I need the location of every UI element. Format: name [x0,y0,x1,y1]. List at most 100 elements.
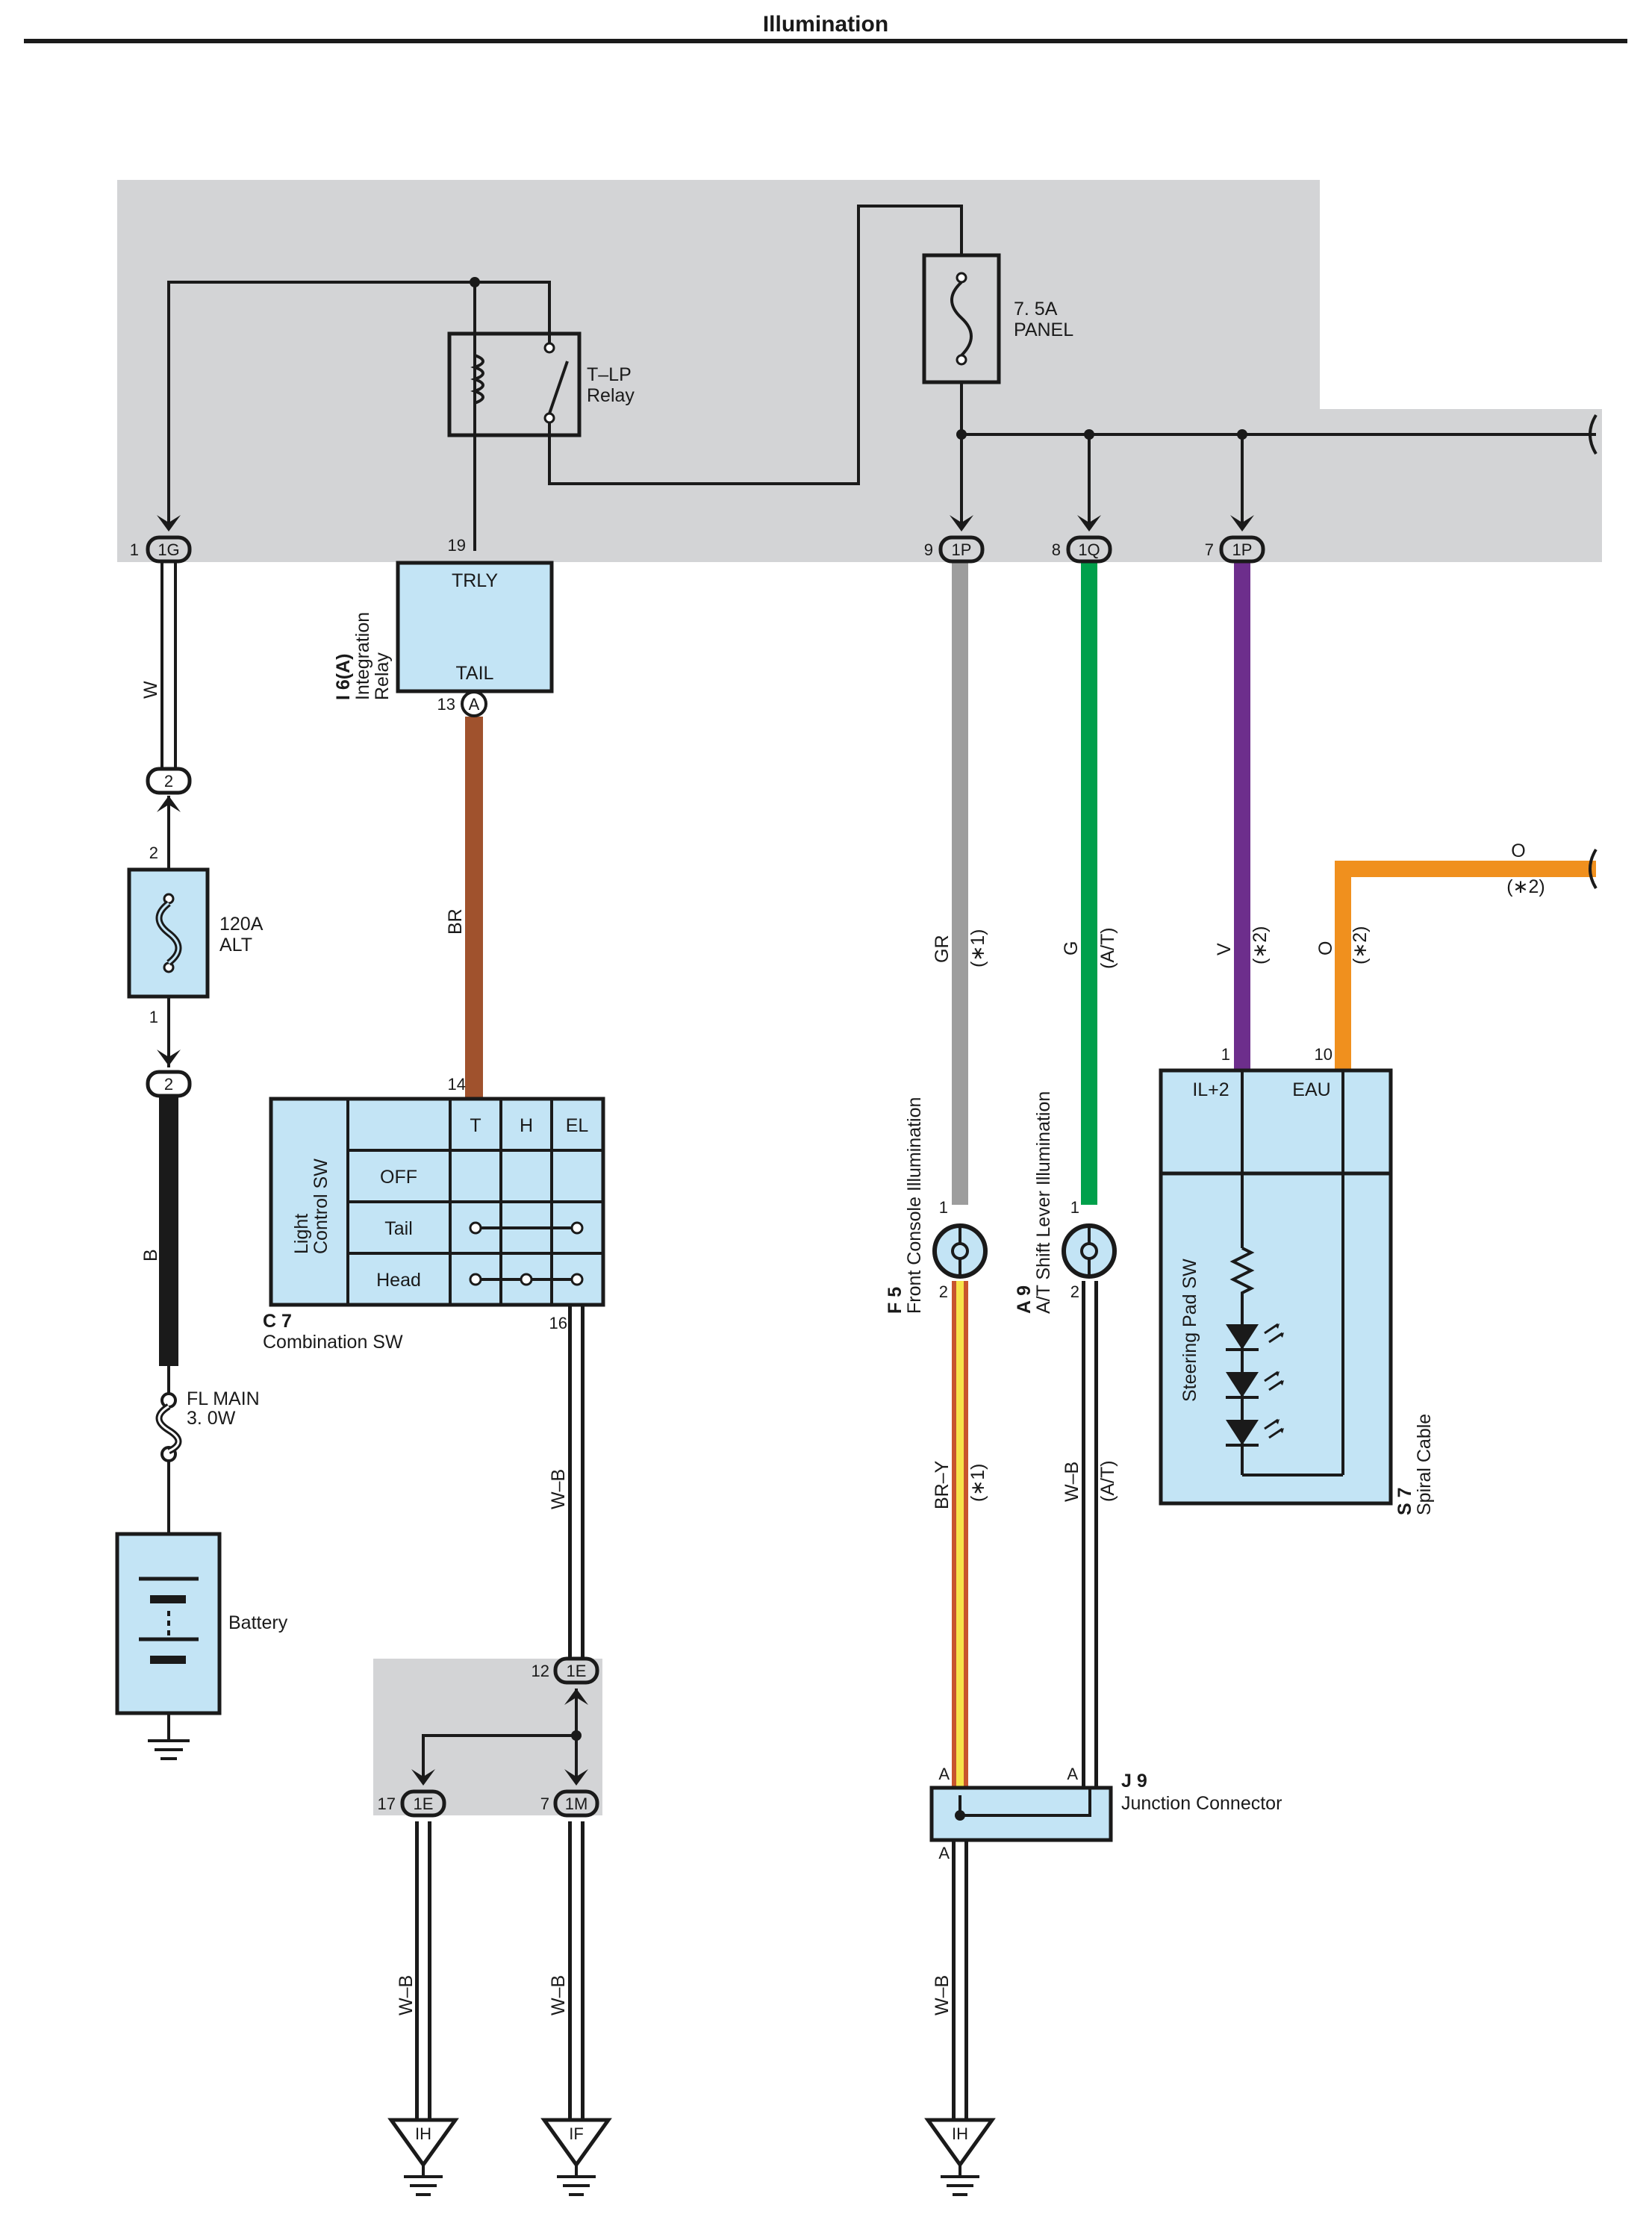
ground-ih-left: IH [387,2118,459,2196]
tlp-relay: T–LP Relay [447,331,635,437]
combination-sw-row-tail: Tail [384,1218,413,1239]
junction-dots [470,277,1247,1821]
combination-sw-name: Combination SW [263,1332,403,1353]
connector-1q-pin: 8 [1052,540,1061,559]
ground-ih-right: IH [924,2118,996,2196]
wire-v [1234,563,1250,1070]
at-shift-code: A 9 [1014,1285,1035,1314]
wire-g [1081,563,1097,1205]
led-icon [1226,1418,1284,1447]
connector-2-top: 2 [146,767,192,812]
combination-switch: T H EL OFF Tail Head Light Control SW 14… [263,1075,605,1353]
combination-sw-side-line1: Light [291,1214,312,1254]
battery: Battery [115,1532,288,1715]
front-console-name: Front Console Illumination [904,1097,925,1314]
wire-label-wb-at-note: (A/T) [1097,1460,1118,1502]
battery-ground-icon [148,1739,190,1760]
battery-label: Battery [228,1612,288,1633]
connector-1e-top-pin: 12 [532,1662,549,1680]
combination-sw-side-line2: Control SW [311,1159,331,1254]
wire-wb-1e [415,1821,431,2120]
alt-fuse-pin-bottom: 1 [149,1008,158,1026]
connector-1p-a-pin: 9 [924,540,933,559]
alt-fuse: 2 1 120A ALT [127,844,264,1026]
connector-1e-top-label: 1E [567,1662,587,1680]
combination-sw-col-h: H [520,1115,533,1136]
connector-1g: 1G 1 [130,515,192,564]
internal-circuit-lines [167,205,1596,1839]
ground-if: IF [540,2118,612,2196]
wire-label-o-note: (∗2) [1350,926,1371,964]
fuse-panel-rating: 7. 5A [1014,299,1058,319]
fl-main-fusible-link: FL MAIN 3. 0W [155,1388,260,1462]
junction-pin-a3: A [938,1844,950,1862]
wire-label-gr-note: (∗1) [967,929,988,967]
combination-sw-code: C 7 [263,1311,292,1332]
resistor-icon [1229,1247,1255,1321]
connector-1m-label: 1M [565,1795,588,1813]
fl-main-line2: 3. 0W [187,1408,236,1429]
wire-b [159,1097,178,1366]
junction-code: J 9 [1121,1771,1147,1792]
fuse-panel: 7. 5A PANEL [922,253,1073,384]
connector-13a-pin: 13 [437,695,455,714]
wire-br-y [952,1281,968,1789]
led-icon [1226,1371,1284,1399]
junction-connector: A A A J 9 Junction Connector [929,1765,1282,1862]
ground-ih-right-label: IH [952,2124,968,2143]
wire-w [160,563,177,772]
wire-label-br-y: BR–Y [932,1460,953,1509]
tlp-relay-line1: T–LP [587,364,632,385]
wire-label-v: V [1214,943,1235,955]
integration-relay-name2: Relay [372,652,393,700]
connector-1e-top: 1E 12 [532,1656,599,1705]
wire-label-wb-j9: W–B [932,1975,953,2015]
steering-pad-term-left: IL+2 [1192,1079,1229,1100]
combination-sw-col-t: T [470,1115,481,1136]
page-title: Illumination [763,12,888,37]
connector-1g-pin: 1 [130,540,139,559]
integration-relay-name1: Integration [352,612,373,700]
connector-1e-bottom: 1E 17 [378,1769,446,1818]
ground-if-label: IF [569,2124,584,2143]
wire-o [1335,861,1596,1070]
front-console-pin-bottom: 2 [939,1282,948,1301]
wire-wb-comb [568,1306,585,1672]
wire-label-v-note: (∗2) [1250,926,1271,964]
alt-fuse-name: ALT [219,935,252,955]
steering-pad-pin-right: 10 [1315,1045,1332,1064]
ground-ih-left-label: IH [415,2124,431,2143]
at-shift-name: A/T Shift Lever Illumination [1033,1091,1054,1314]
connector-2-top-label: 2 [164,772,173,791]
integration-relay-trly: TRLY [452,570,498,591]
integration-relay-code: I 6(A) [333,654,354,701]
wire-wb-1m [568,1821,585,2120]
connector-1m: 1M 7 [540,1769,599,1818]
junction-pin-a2: A [1067,1765,1078,1783]
front-console-bulb-icon [932,1223,988,1279]
wire-label-o-top: O [1511,841,1525,861]
wire-label-wb-at: W–B [1062,1462,1082,1502]
connector-1p-a-label: 1P [952,540,972,559]
connector-1e-bottom-label: 1E [414,1795,434,1813]
title-rule [24,39,1627,43]
connector-19-pin: 19 [448,536,466,555]
junction-pin-a1: A [938,1765,950,1783]
combination-sw-head-contact [469,1273,584,1286]
steering-pad-pin-left: 1 [1221,1045,1230,1064]
wire-label-gr: GR [932,935,953,964]
wire-label-b: B [140,1249,161,1262]
spiral-cable-code: S 7 [1394,1487,1415,1515]
wire-label-o: O [1315,941,1336,955]
fl-main-line1: FL MAIN [187,1388,260,1409]
connector-2-bottom-label: 2 [164,1075,173,1094]
combination-sw-pin-top: 14 [448,1075,466,1094]
wire-label-o-top-note: (∗2) [1506,876,1545,897]
front-console-pin-top: 1 [939,1198,948,1217]
connector-13a-label: A [469,695,480,714]
integration-relay-tail: TAIL [456,663,494,684]
wire-label-br: BR [445,908,466,935]
wire-break-marks [1589,414,1598,890]
connector-1g-label: 1G [158,540,179,559]
